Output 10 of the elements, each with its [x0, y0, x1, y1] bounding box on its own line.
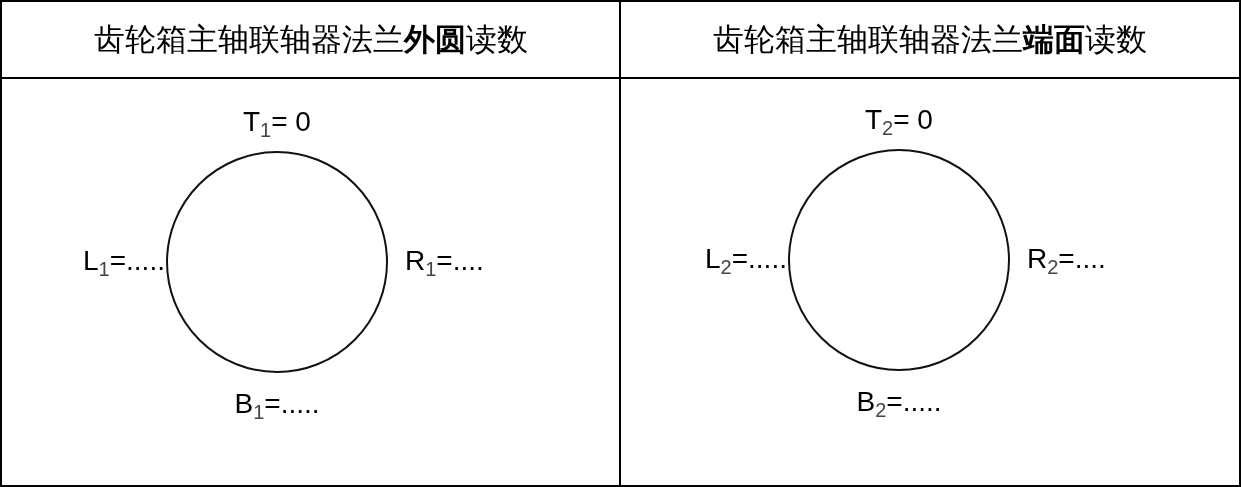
reading-label: B$_{2}$=.....	[856, 388, 942, 416]
heading: 齿轮箱主轴联轴器法兰端面读数	[713, 20, 1147, 59]
reading-label: T$_{2}$= 0	[865, 106, 933, 134]
reading-label: T$_{1}$= 0	[243, 108, 311, 136]
reading-label: R$_{2}$=....	[1027, 245, 1106, 273]
reading-label: L$_{2}$=.....	[705, 245, 787, 273]
heading: 齿轮箱主轴联轴器法兰外圆读数	[93, 20, 528, 59]
reading-label: R$_{1}$=....	[405, 247, 484, 275]
reading-label: L$_{1}$=.....	[83, 247, 165, 275]
reading-label: B$_{1}$=.....	[234, 390, 320, 418]
